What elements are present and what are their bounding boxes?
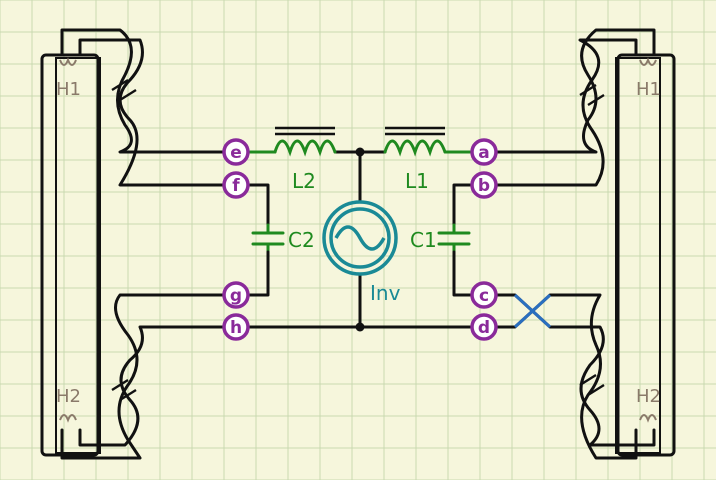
inductor-l2	[273, 126, 337, 157]
inductor-l2-label: L2	[292, 169, 316, 193]
capacitor-c1	[437, 183, 472, 297]
svg-text:a: a	[478, 143, 489, 163]
inverter-label: Inv	[370, 281, 401, 305]
svg-text:f: f	[232, 176, 240, 196]
right-lamp-tube	[615, 53, 676, 457]
svg-text:g: g	[230, 286, 242, 306]
svg-text:h: h	[230, 318, 242, 338]
inductor-l1	[383, 126, 447, 157]
left-lamp-tube	[40, 53, 101, 457]
svg-text:d: d	[478, 318, 490, 338]
svg-text:e: e	[230, 143, 242, 163]
left-top-filament-icon	[59, 57, 77, 66]
terminal-e[interactable]: e	[222, 138, 250, 166]
right-bottom-twisted-wires	[484, 293, 656, 460]
inverter-source-icon	[322, 200, 398, 276]
svg-text:b: b	[478, 176, 490, 196]
junction-bottom	[355, 322, 365, 332]
right-lamp-top-label: H1	[636, 79, 661, 100]
junction-top	[355, 147, 365, 157]
crossover-mark	[513, 293, 552, 329]
terminal-a[interactable]: a	[470, 138, 498, 166]
left-bottom-twisted-wires	[60, 293, 237, 460]
terminal-f[interactable]: f	[222, 171, 250, 199]
terminal-d[interactable]: d	[470, 313, 498, 341]
terminal-c[interactable]: c	[470, 281, 498, 309]
terminal-g[interactable]: g	[222, 281, 250, 309]
right-top-twisted-wires	[484, 28, 656, 187]
capacitor-c1-label: C1	[410, 228, 437, 252]
inductor-l1-label: L1	[405, 169, 429, 193]
right-lamp-bottom-label: H2	[636, 386, 661, 407]
left-top-twisted-wires	[60, 28, 237, 187]
right-top-filament-icon	[639, 57, 657, 66]
capacitor-c2	[248, 183, 285, 297]
terminal-b[interactable]: b	[470, 171, 498, 199]
left-lamp-bottom-label: H2	[56, 386, 81, 407]
capacitor-c2-label: C2	[288, 228, 315, 252]
left-bottom-filament-icon	[59, 414, 77, 423]
svg-text:c: c	[479, 286, 489, 306]
terminal-h[interactable]: h	[222, 313, 250, 341]
left-lamp-top-label: H1	[56, 79, 81, 100]
right-bottom-filament-icon	[639, 414, 657, 423]
